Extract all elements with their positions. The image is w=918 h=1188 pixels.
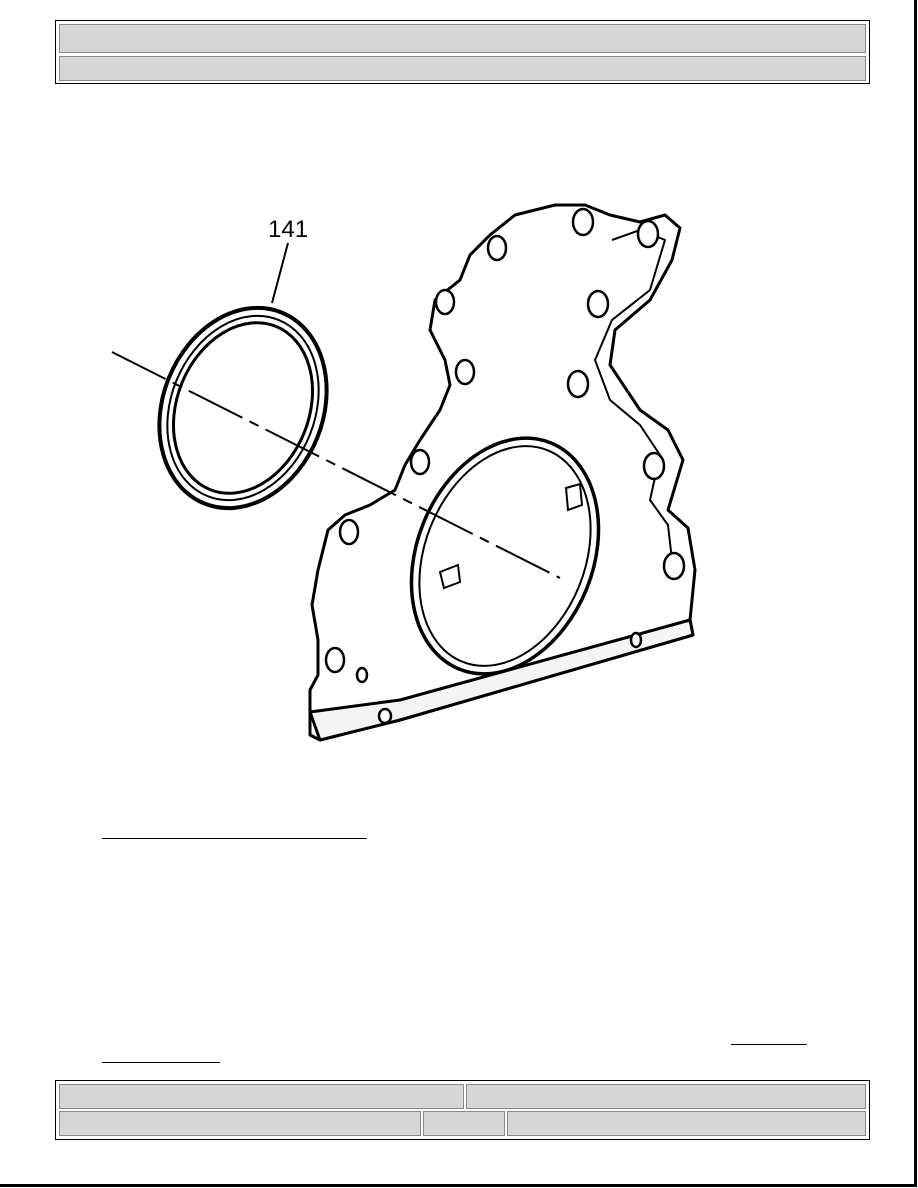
header-subtitle [59,56,866,81]
link-underline-2a[interactable] [731,1044,807,1045]
footer-left-top [59,1084,464,1109]
rear-cover-housing [308,203,697,742]
engine-rear-cover-illustration: 141 [111,203,697,742]
crankshaft-rear-seal [157,305,329,511]
callout-leader [271,242,289,304]
header-title [59,24,866,53]
footer-right-top [466,1084,866,1109]
footer-middle-bottom [423,1111,505,1136]
centerline [111,351,561,579]
footer-left-bottom [59,1111,421,1136]
footer-right-bottom [507,1111,866,1136]
footer-table [55,1080,870,1140]
header-table [55,20,870,84]
link-underline-2b[interactable] [102,1062,220,1063]
link-underline-1[interactable] [102,838,367,839]
bolt-holes [324,207,686,725]
callout-number: 141 [268,216,308,243]
seal-bore [409,436,601,676]
